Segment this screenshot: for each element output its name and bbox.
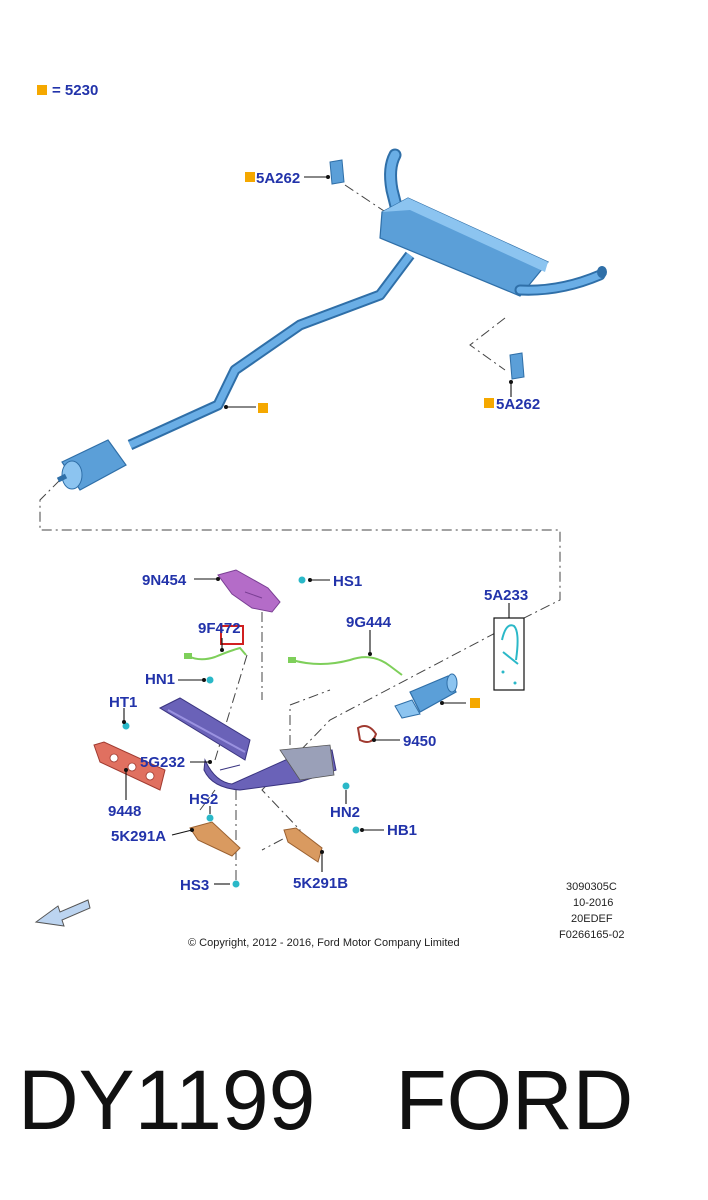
assembly-line-main (39, 479, 561, 851)
label-shield-lower-b: 5K291B (293, 875, 348, 892)
marker-5230 (484, 398, 494, 408)
rear-muffler (379, 148, 607, 297)
marker-5230 (470, 698, 480, 708)
fastener-hn1 (206, 676, 214, 684)
resonator (56, 439, 127, 491)
label-gasket-manifold: 9448 (108, 803, 141, 820)
label-hn2: HN2 (330, 804, 360, 821)
assembly-line-hanger-top (344, 184, 391, 216)
rear-o2-sensor (288, 656, 403, 676)
label-hn1: HN1 (145, 671, 175, 688)
footer-caption: DY1199 FORD (18, 1052, 633, 1149)
label-hb1: HB1 (387, 822, 417, 839)
exhaust-manifold (158, 697, 337, 791)
leader-lines (122, 175, 513, 885)
lower-heat-shield-b (283, 827, 323, 863)
info-line-4: F0266165-02 (559, 929, 624, 941)
hanger-top-part (329, 159, 345, 185)
hanger-right-part (509, 352, 525, 380)
marker-5230 (258, 403, 268, 413)
marker-5230 (245, 172, 255, 182)
front-direction-arrow-icon (34, 899, 91, 927)
manifold-gasket (93, 741, 166, 791)
label-sensor-front: 9F472 (198, 620, 241, 637)
fastener-hs1 (298, 576, 306, 584)
label-gasket-flange: 9450 (403, 733, 436, 750)
fastener-hb1 (352, 826, 360, 834)
fastener-hs2 (206, 814, 214, 822)
info-line-3: 20EDEF (571, 913, 613, 925)
catalytic-converter (394, 673, 458, 719)
intermediate-pipe (127, 251, 415, 451)
fastener-hn2 (342, 782, 350, 790)
footer-code: DY1199 (18, 1053, 316, 1147)
label-hanger-top: 5A262 (256, 170, 300, 187)
fastener-ht1 (122, 722, 130, 730)
exhaust-system-diagram: = 5230 (34, 82, 624, 949)
info-line-1: 3090305C (566, 881, 617, 893)
label-hs3: HS3 (180, 877, 209, 894)
label-heat-shield-upper: 9N454 (142, 572, 187, 589)
footer-brand: FORD (395, 1053, 634, 1147)
fasteners (122, 576, 360, 888)
label-hs1: HS1 (333, 573, 362, 590)
label-shield-lower-a: 5K291A (111, 828, 166, 845)
label-hs2: HS2 (189, 791, 218, 808)
bracket-5a233 (493, 617, 525, 691)
label-hanger-right: 5A262 (496, 396, 540, 413)
info-line-2: 10-2016 (573, 897, 613, 909)
assembly-line-lower (199, 789, 237, 880)
label-bracket: 5A233 (484, 587, 528, 604)
assembly-line-shield (214, 612, 331, 761)
lower-heat-shield-a (189, 821, 241, 857)
flange-gasket (356, 725, 378, 743)
fastener-hs3 (232, 880, 240, 888)
legend-swatch (37, 85, 47, 95)
copyright: © Copyright, 2012 - 2016, Ford Motor Com… (188, 937, 460, 949)
legend-text: = 5230 (52, 82, 98, 99)
front-o2-sensor (184, 625, 247, 661)
label-sensor-rear: 9G444 (346, 614, 392, 631)
label-manifold: 5G232 (140, 754, 185, 771)
label-ht1: HT1 (109, 694, 137, 711)
upper-heat-shield (217, 569, 281, 613)
assembly-line-hanger (469, 317, 506, 371)
